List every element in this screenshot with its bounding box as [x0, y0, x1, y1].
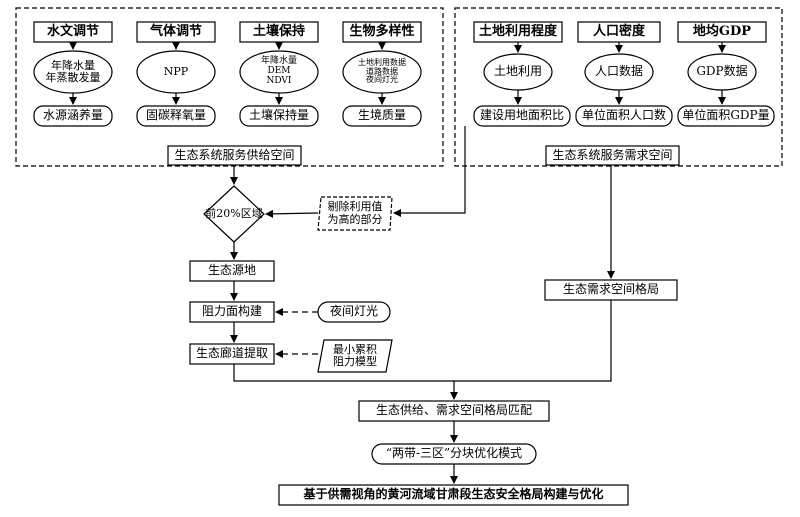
supply-output-2: 固碳释氧量	[145, 108, 206, 123]
supply-input-2-line-1: NPP	[163, 64, 189, 78]
final-box	[278, 484, 629, 506]
supply-output-box-1	[33, 105, 113, 127]
source-label: 生态源地	[207, 263, 256, 278]
exclude-note-line-1: 剔除利用值	[327, 200, 383, 214]
supply-input-4-line-2: 道路数据	[366, 66, 398, 76]
exclude-note-line-2: 为高的部分	[327, 212, 383, 226]
mcr-parallelogram	[317, 339, 393, 373]
supply-input-1-line-1: 年降水量	[51, 58, 95, 72]
demand-space-label: 生态系统服务需求空间	[552, 147, 673, 162]
supply-space-label: 生态系统服务供给空间	[174, 147, 295, 162]
demand-output-3: 单位面积GDP量	[682, 108, 770, 123]
supply-input-1-line-2: 年蒸散发量	[45, 71, 101, 84]
exclude-note-box	[317, 196, 393, 231]
supply-title-4: 生物多样性	[349, 23, 415, 39]
night-light-label: 夜间灯光	[329, 304, 378, 319]
supply-input-3-line-2: DEM	[267, 66, 291, 77]
supply-output-3: 土壤保持量	[248, 108, 309, 123]
exclude-to-decision-arrow	[265, 209, 319, 218]
demand-output-box-1	[473, 105, 571, 127]
demand-pattern-label: 生态需求空间格局	[562, 282, 659, 297]
demand-group-frame	[454, 7, 783, 167]
resistance-label: 阻力面构建	[201, 304, 262, 319]
demand-input-2: 人口数据	[594, 64, 643, 79]
final-label: 基于供需视角的黄河流域甘肃段生态安全格局构建与优化	[303, 487, 604, 502]
landuse-to-exclude-arrow	[393, 126, 466, 217]
resistance-box	[189, 301, 275, 323]
source-box	[189, 260, 275, 282]
supply-title-1: 水文调节	[46, 23, 99, 39]
demand-output-2: 单位面积人口数	[581, 108, 666, 123]
optimization-label: “两带-三区”分块优化模式	[385, 446, 523, 461]
demand-output-box-3	[677, 105, 775, 127]
supply-output-box-3	[239, 105, 319, 127]
supply-input-2: NPP	[137, 51, 215, 93]
mcr-label: 最小累积 阻力模型	[318, 340, 392, 372]
mcr-line-1: 最小累积	[333, 342, 377, 356]
corridor-label: 生态廊道提取	[195, 346, 268, 361]
corridor-to-match-line	[233, 300, 612, 382]
supply-input-3-line-1: 年降水量	[260, 56, 297, 67]
match-label: 生态供给、需求空间格局匹配	[375, 403, 532, 418]
supply-input-4: 土地利用数据 道路数据 夜间灯光	[343, 51, 421, 93]
supply-output-box-2	[136, 105, 216, 127]
demand-title-3: 地均GDP	[692, 23, 752, 39]
demand-title-1: 土地利用程度	[478, 23, 557, 39]
supply-output-box-4	[342, 105, 422, 127]
supply-input-4-line-3: 夜间灯光	[366, 75, 398, 85]
supply-input-3: 年降水量 DEM NDVI	[240, 51, 318, 93]
demand-output-box-2	[575, 105, 673, 127]
demand-space-box	[545, 145, 680, 166]
decision-label: 前20%区域	[205, 206, 263, 220]
supply-output-1: 水源涵养量	[42, 108, 103, 123]
supply-title-2: 气体调节	[149, 23, 202, 39]
demand-input-1: 土地利用	[493, 64, 542, 79]
demand-title-2: 人口密度	[592, 23, 645, 39]
supply-output-4: 生境质量	[357, 108, 406, 123]
demand-output-1: 建设用地面积比	[479, 108, 564, 123]
mcr-line-2: 阻力模型	[333, 355, 377, 368]
corridor-box	[189, 343, 275, 365]
supply-input-1: 年降水量 年蒸散发量	[34, 51, 112, 93]
supply-input-4-line-1: 土地利用数据	[358, 57, 406, 67]
exclude-note: 剔除利用值 为高的部分	[318, 197, 392, 230]
supply-title-3: 土壤保持	[252, 23, 305, 39]
supply-group-frame	[15, 7, 444, 167]
supply-input-3-line-3: NDVI	[266, 75, 292, 86]
demand-input-3: GDP数据	[696, 64, 748, 79]
